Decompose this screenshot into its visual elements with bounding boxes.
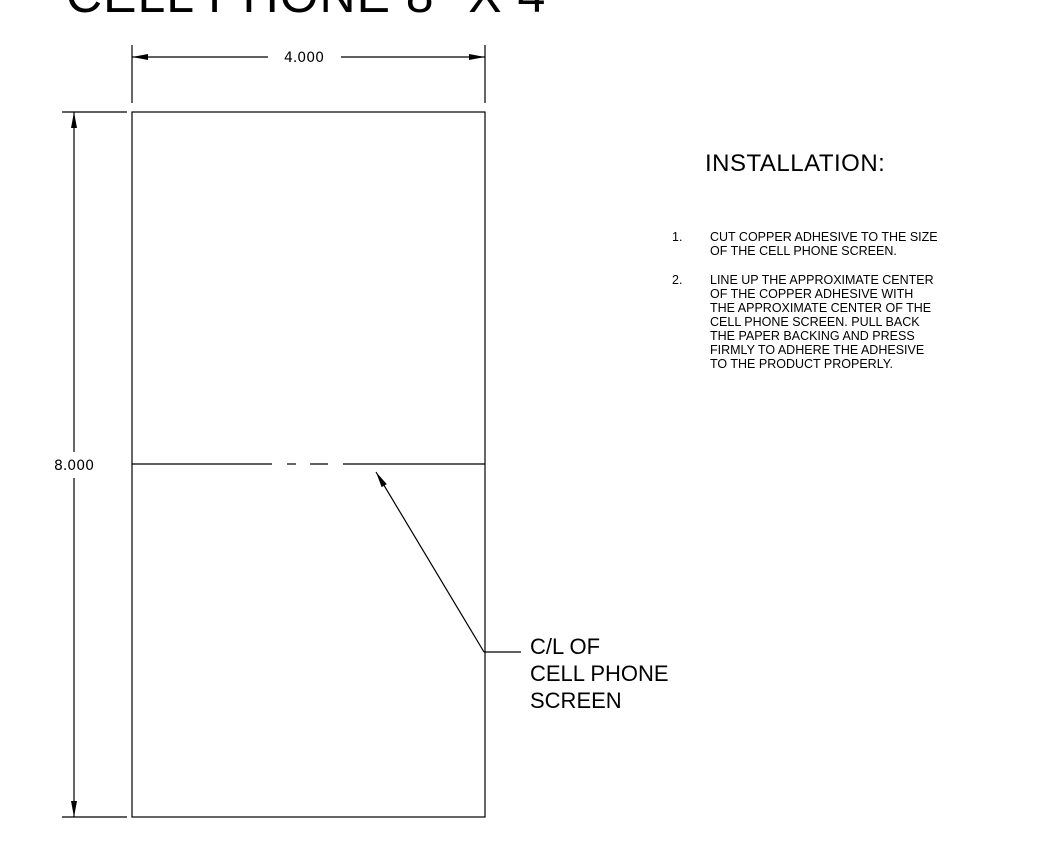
drawing-title: CELL PHONE 8" X 4" xyxy=(66,0,565,20)
installation-heading: INSTALLATION: xyxy=(705,150,886,177)
callout-line: CELL PHONE xyxy=(530,661,669,686)
step-text: LINE UP THE APPROXIMATE CENTER OF THE CO… xyxy=(710,273,934,371)
step-number: 1. xyxy=(672,230,683,244)
installation-steps: 1. CUT COPPER ADHESIVE TO THE SIZE OF TH… xyxy=(672,230,972,386)
step-number: 2. xyxy=(672,273,683,287)
installation-step: 1. CUT COPPER ADHESIVE TO THE SIZE OF TH… xyxy=(672,230,972,258)
step-text: CUT COPPER ADHESIVE TO THE SIZE OF THE C… xyxy=(710,230,938,258)
width-dimension-label: 4.000 xyxy=(284,50,324,66)
callout-leader xyxy=(375,471,521,653)
height-dimension-label: 8.000 xyxy=(54,458,94,474)
height-dimension xyxy=(62,111,127,818)
center-line-callout: C/L OF CELL PHONE SCREEN xyxy=(530,633,780,714)
callout-line: C/L OF xyxy=(530,634,601,659)
installation-step: 2. LINE UP THE APPROXIMATE CENTER OF THE… xyxy=(672,273,972,371)
width-dimension xyxy=(131,45,486,103)
callout-line: SCREEN xyxy=(530,688,622,713)
